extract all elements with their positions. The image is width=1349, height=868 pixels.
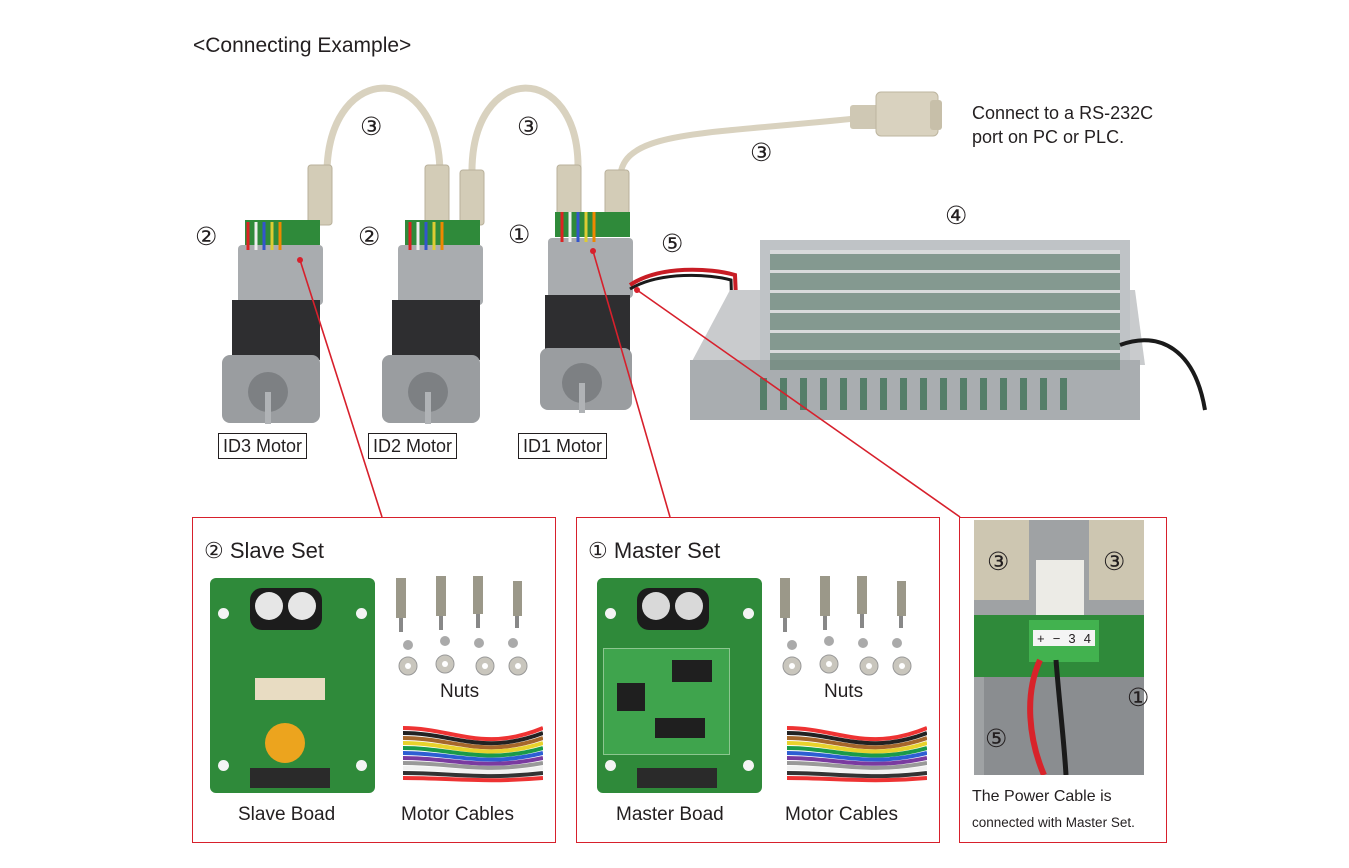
power-cable-red (628, 267, 740, 346)
slave-board-caption: Slave Boad (238, 804, 336, 825)
power-cable-panel: + − 3 4 ③ ③ ① ⑤ The Power Cable is conne… (959, 517, 1167, 843)
power-panel-marker-3-left: ③ (987, 548, 1010, 576)
motor-id3 (222, 220, 323, 424)
slave-cables-caption: Motor Cables (401, 804, 514, 825)
rs232c-note-line2: port on PC or PLC. (972, 127, 1125, 147)
power-panel-marker-1: ① (1127, 684, 1150, 712)
motor-label-id1: ID1 Motor (518, 433, 608, 459)
marker-power-cable: ⑤ (661, 230, 684, 258)
marker-id3-set: ② (195, 223, 218, 251)
cable-id1-pc (617, 115, 861, 181)
cable-id3-id2 (323, 84, 444, 176)
db9-connector-icon (850, 91, 942, 137)
ribbon-wires-icon (246, 212, 596, 250)
motor-label-id3: ID3 Motor (218, 433, 308, 459)
slave-board-image (210, 578, 375, 793)
master-cables-caption: Motor Cables (785, 804, 898, 825)
master-board-image (597, 578, 762, 793)
motor-id2 (382, 220, 483, 424)
callout-line-slave (299, 259, 383, 518)
master-set-title: ① Master Set (588, 538, 721, 563)
power-caption-line1: The Power Cable is (972, 788, 1112, 805)
slave-motor-cables-image (402, 726, 543, 783)
terminal-plus: + (1037, 630, 1045, 646)
power-cable-black (629, 273, 735, 346)
master-nuts-image (780, 576, 912, 676)
marker-power-supply: ④ (945, 202, 968, 230)
terminal-3: 3 (1068, 630, 1076, 646)
callout-line-power (636, 289, 961, 518)
marker-cable-3c: ③ (750, 139, 773, 167)
master-board-caption: Master Boad (616, 804, 724, 825)
power-supply-unit (690, 240, 1207, 420)
power-caption-line2: connected with Master Set. (972, 815, 1135, 830)
motor-id1 (540, 212, 633, 413)
power-panel-marker-3-right: ③ (1103, 548, 1126, 576)
callout-line-master (592, 250, 671, 518)
rs232c-note: Connect to a RS-232C port on PC or PLC. (972, 101, 1153, 149)
marker-cable-3a: ③ (360, 113, 383, 141)
motor-label-id2: ID2 Motor (368, 433, 458, 459)
marker-id2-set: ② (358, 223, 381, 251)
slave-set-panel: ② Slave Set Nuts Slave Boad Motor Cables (192, 517, 556, 843)
terminal-4: 4 (1083, 630, 1091, 646)
diagram-title: <Connecting Example> (193, 34, 412, 57)
master-nuts-caption: Nuts (824, 681, 864, 702)
master-set-panel: ① Master Set Nuts Master Boad Motor Cabl… (576, 517, 940, 843)
power-panel-marker-5: ⑤ (985, 725, 1008, 753)
marker-id1-set: ① (508, 221, 531, 249)
marker-cable-3b: ③ (517, 113, 540, 141)
terminal-block-labels: + − 3 4 (1033, 630, 1095, 646)
slave-set-title: ② Slave Set (204, 538, 325, 563)
rs232c-note-line1: Connect to a RS-232C (972, 103, 1154, 123)
slave-nuts-caption: Nuts (440, 681, 480, 702)
terminal-minus: − (1052, 630, 1061, 646)
power-connection-photo: + − 3 4 (974, 520, 1144, 775)
master-motor-cables-image (786, 726, 927, 783)
slave-nuts-image (396, 576, 528, 676)
